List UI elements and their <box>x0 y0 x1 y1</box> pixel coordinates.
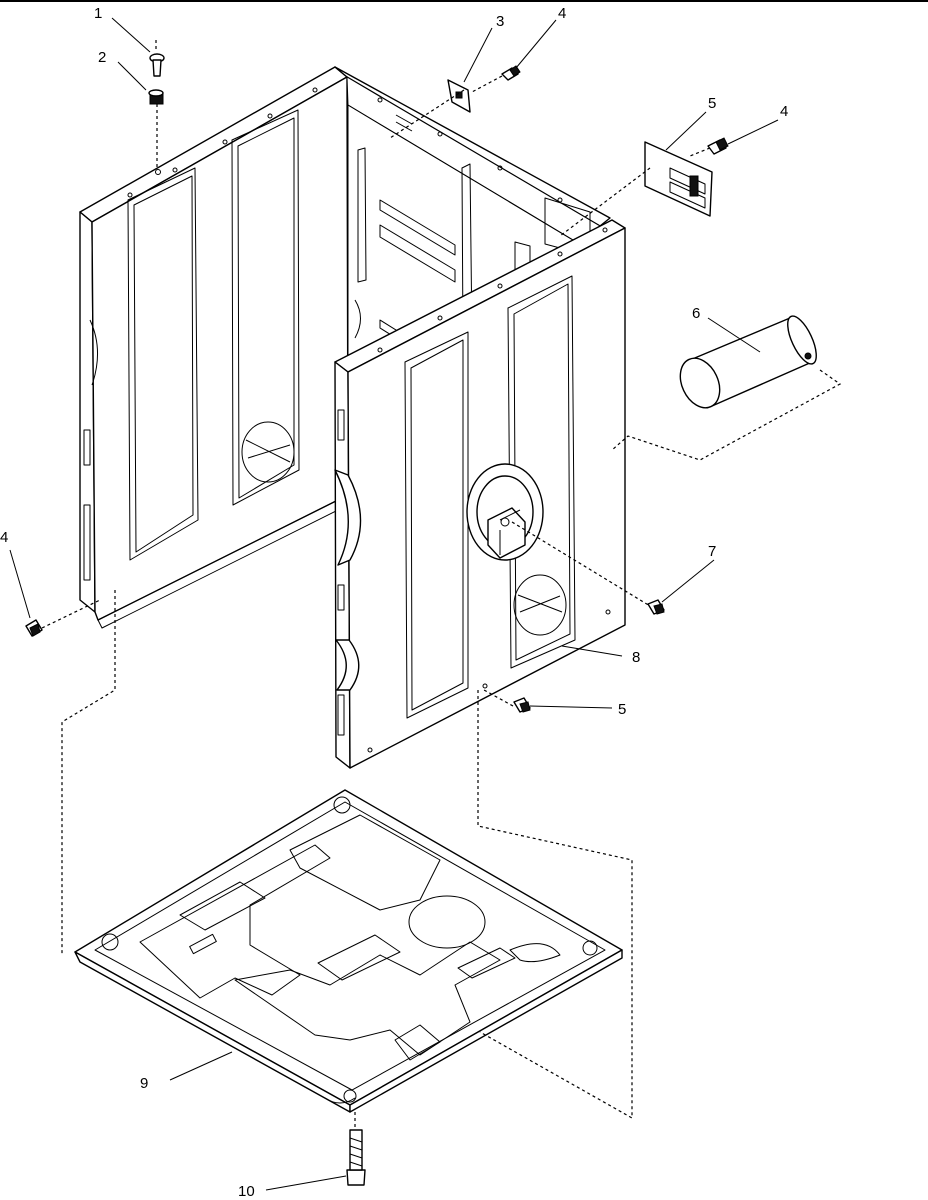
callout-8: 8 <box>632 649 640 666</box>
leader-lines <box>9 17 779 1191</box>
assembly-lines <box>41 40 842 1130</box>
callout-4-top: 4 <box>558 5 566 22</box>
callout-9: 9 <box>140 1075 148 1092</box>
screw-part-4-right <box>707 137 729 155</box>
front-panel <box>334 219 626 769</box>
callout-2: 2 <box>98 49 106 66</box>
callout-7: 7 <box>708 543 716 560</box>
callout-1: 1 <box>94 5 102 22</box>
callout-5-bottom: 5 <box>618 701 626 718</box>
callout-4-left: 4 <box>0 529 8 546</box>
callout-4-right: 4 <box>780 103 788 120</box>
cylinder-part-6 <box>679 315 817 409</box>
grommet-part-2 <box>148 89 164 105</box>
base-pan <box>74 789 623 1113</box>
screw-part-4-left <box>25 619 43 637</box>
callout-10: 10 <box>238 1183 255 1200</box>
callout-3: 3 <box>496 13 504 30</box>
screw-part-4-top <box>501 65 521 81</box>
screw-part-5-bottom <box>513 697 531 713</box>
cabinet-wrap <box>79 66 611 629</box>
callout-labels: 1 2 3 4 5 4 6 4 7 8 5 9 10 <box>0 5 788 1200</box>
screw-part-7 <box>647 599 665 615</box>
callout-6: 6 <box>692 305 700 322</box>
callout-5-top: 5 <box>708 95 716 112</box>
leveling-leg-part-10 <box>346 1129 366 1186</box>
access-cover-part-5 <box>644 141 713 217</box>
screw-part-1 <box>149 53 165 77</box>
bracket-part-3 <box>447 79 471 113</box>
